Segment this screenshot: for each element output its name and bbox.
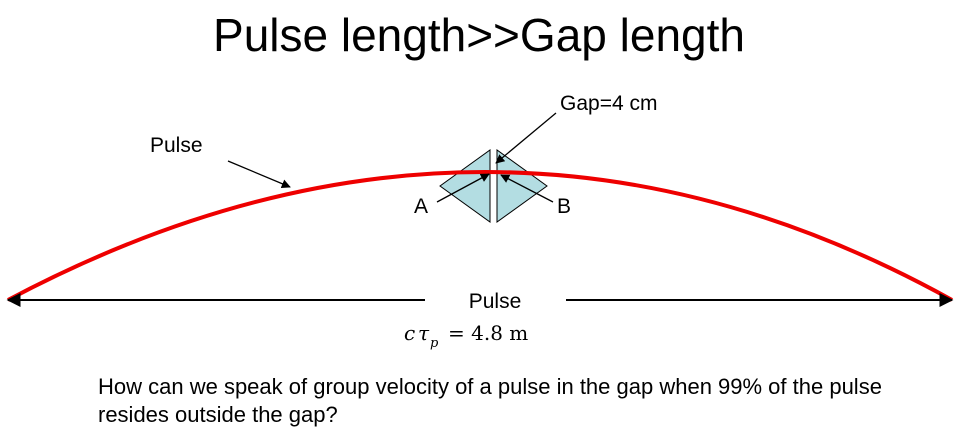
formula-tau: τ	[418, 321, 430, 345]
point-a-label: A	[414, 195, 428, 218]
pulse-curve	[7, 170, 953, 302]
a-arrow	[436, 173, 490, 203]
pulse-span-label: Pulse	[469, 290, 522, 313]
left-prism	[439, 149, 491, 223]
b-arrow	[500, 174, 554, 203]
formula-subscript: p	[430, 336, 439, 351]
gap-label: Gap=4 cm	[560, 92, 657, 115]
pulse-arrow	[227, 160, 291, 189]
pulse-curve-label: Pulse	[150, 134, 203, 157]
gap-arrow	[495, 112, 557, 164]
page-title: Pulse length>>Gap length	[213, 9, 745, 61]
formula-c: c	[404, 321, 415, 345]
point-b-label: B	[557, 195, 571, 218]
formula-value: = 4.8 m	[448, 321, 528, 345]
question-text: How can we speak of group velocity of a …	[98, 374, 882, 427]
